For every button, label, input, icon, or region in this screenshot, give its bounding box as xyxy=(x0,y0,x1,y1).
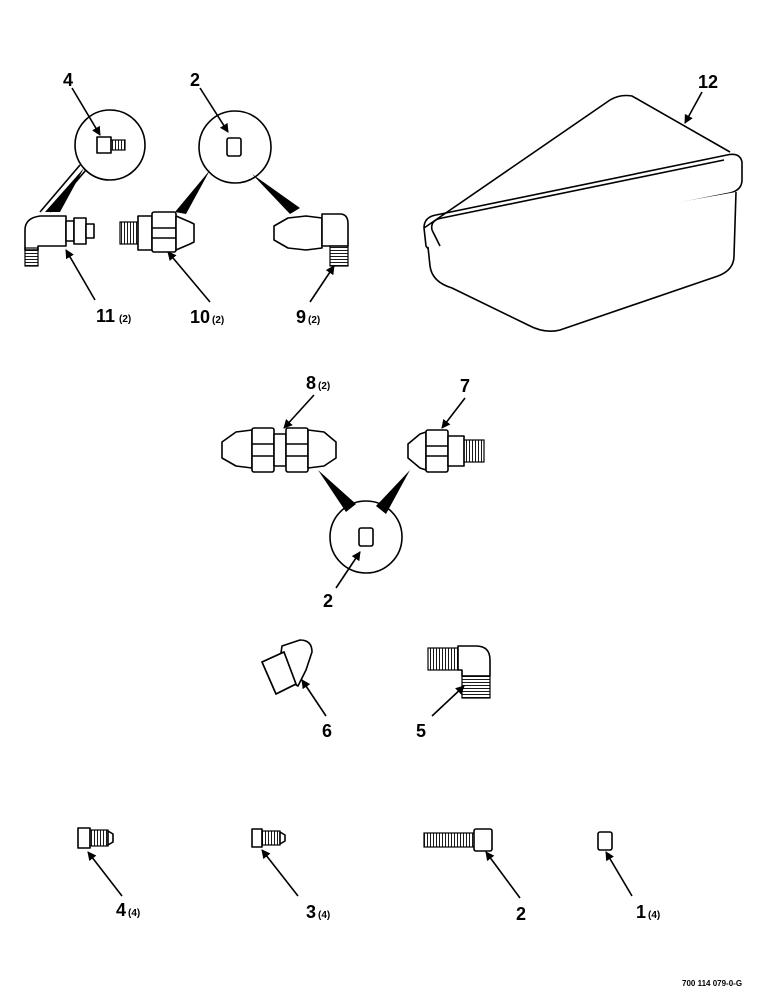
elbow-fitting-5 xyxy=(427,645,491,699)
leader-8 xyxy=(283,394,315,429)
callout-5: 5 xyxy=(416,721,426,741)
leader-11 xyxy=(65,249,96,301)
elbow-fitting-9 xyxy=(273,213,349,267)
detail-circle-2-mid xyxy=(318,470,410,574)
storage-case xyxy=(423,94,743,332)
callout-8: 8(2) xyxy=(306,373,330,393)
callout-12: 12 xyxy=(698,72,718,92)
callout-2-top: 2 xyxy=(190,70,200,90)
elbow-fitting-11 xyxy=(24,215,95,267)
leader-4-bottom xyxy=(87,851,123,897)
callout-2-bottom: 2 xyxy=(516,904,526,924)
callout-2-mid: 2 xyxy=(323,591,333,611)
leader-4-top xyxy=(71,87,101,136)
union-fitting-8 xyxy=(221,427,337,473)
sleeve-fitting-2 xyxy=(423,828,493,852)
elbow-fitting-6 xyxy=(261,639,313,695)
callout-1: 1(4) xyxy=(636,902,660,922)
detail-circle-4 xyxy=(39,109,146,213)
callout-4-bottom: 4(4) xyxy=(116,900,140,920)
callout-9: 9(2) xyxy=(296,307,320,327)
callout-3: 3(4) xyxy=(306,902,330,922)
drawing-code: 700 114 079-0-G xyxy=(682,979,742,988)
leader-1 xyxy=(605,851,633,897)
callout-6: 6 xyxy=(322,721,332,741)
leader-3 xyxy=(261,849,299,897)
callout-4-top: 4 xyxy=(63,70,73,90)
callout-10: 10(2) xyxy=(190,307,224,327)
leader-9 xyxy=(309,265,335,303)
callout-7: 7 xyxy=(460,376,470,396)
leader-6 xyxy=(301,679,327,717)
detail-circle-2-top xyxy=(175,110,300,214)
leader-2-bottom xyxy=(485,851,521,899)
plug-fitting-3 xyxy=(251,828,286,848)
plug-fitting-4 xyxy=(77,827,114,849)
ferrule-1 xyxy=(597,831,613,851)
callout-11: 11(2) xyxy=(96,306,131,326)
leader-5 xyxy=(431,685,465,717)
leader-2-top xyxy=(199,87,229,133)
leader-10 xyxy=(167,251,211,303)
leader-12 xyxy=(684,91,703,124)
leader-2-mid xyxy=(335,551,361,589)
leader-7 xyxy=(441,397,466,429)
connector-fitting-7 xyxy=(407,429,485,473)
connector-fitting-10 xyxy=(119,211,195,253)
